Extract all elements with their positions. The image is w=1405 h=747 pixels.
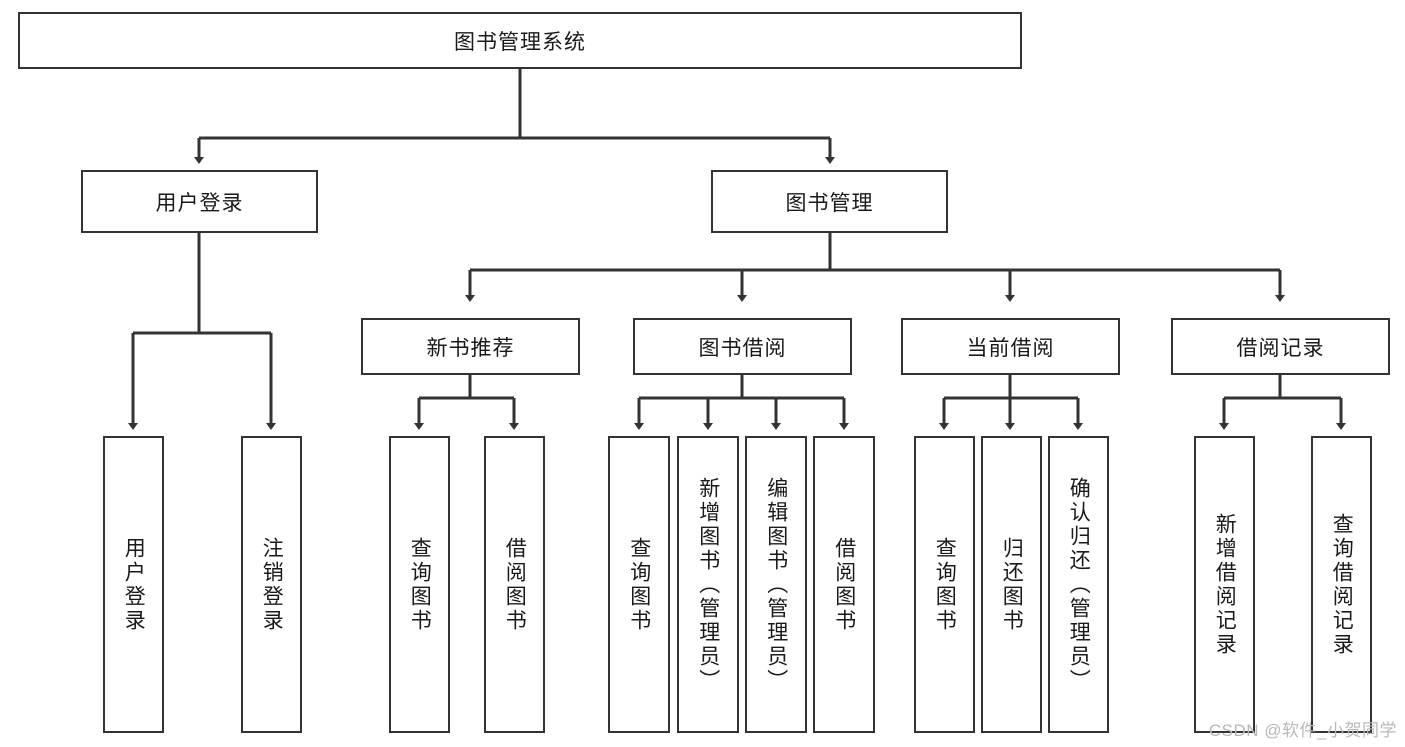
node-root[interactable]: 图书管理系统 xyxy=(18,12,1022,69)
leaf-add-book[interactable]: 新增图书（管理员） xyxy=(677,436,739,733)
leaf-query-book-2-label: 查询图书 xyxy=(627,536,651,633)
leaf-borrow-book-2[interactable]: 借阅图书 xyxy=(813,436,875,733)
leaf-query-book-3[interactable]: 查询图书 xyxy=(914,436,975,733)
node-current-borrow-label: 当前借阅 xyxy=(966,336,1055,360)
node-user-login[interactable]: 用户登录 xyxy=(81,170,318,233)
leaf-logout-label: 注销登录 xyxy=(260,536,284,633)
csdn-watermark: CSDN @软件_小贺同学 xyxy=(1208,721,1397,740)
leaf-query-book-3-label: 查询图书 xyxy=(933,536,957,633)
leaf-add-book-label: 新增图书（管理员） xyxy=(696,476,720,693)
leaf-return-book-label: 归还图书 xyxy=(1000,536,1024,633)
node-current-borrow[interactable]: 当前借阅 xyxy=(901,318,1120,375)
node-new-book-recommend[interactable]: 新书推荐 xyxy=(361,318,580,375)
leaf-query-record-label: 查询借阅记录 xyxy=(1330,512,1354,657)
node-borrow-record[interactable]: 借阅记录 xyxy=(1171,318,1390,375)
leaf-add-record[interactable]: 新增借阅记录 xyxy=(1194,436,1255,733)
node-book-management[interactable]: 图书管理 xyxy=(711,170,948,233)
leaf-confirm-return-label: 确认归还（管理员） xyxy=(1067,476,1091,693)
node-book-borrow-label: 图书借阅 xyxy=(698,336,787,360)
leaf-query-book-2[interactable]: 查询图书 xyxy=(608,436,670,733)
leaf-logout[interactable]: 注销登录 xyxy=(241,436,302,733)
node-new-book-recommend-label: 新书推荐 xyxy=(426,336,515,360)
leaf-query-book-1-label: 查询图书 xyxy=(408,536,432,633)
node-book-borrow[interactable]: 图书借阅 xyxy=(633,318,852,375)
node-user-login-label: 用户登录 xyxy=(155,191,244,215)
leaf-return-book[interactable]: 归还图书 xyxy=(981,436,1042,733)
leaf-user-login[interactable]: 用户登录 xyxy=(103,436,164,733)
leaf-edit-book-label: 编辑图书（管理员） xyxy=(764,476,788,693)
leaf-borrow-book-1-label: 借阅图书 xyxy=(503,536,527,633)
leaf-query-book-1[interactable]: 查询图书 xyxy=(389,436,450,733)
node-root-label: 图书管理系统 xyxy=(454,30,586,54)
leaf-user-login-label: 用户登录 xyxy=(122,536,146,633)
leaf-query-record[interactable]: 查询借阅记录 xyxy=(1311,436,1372,733)
leaf-borrow-book-2-label: 借阅图书 xyxy=(832,536,856,633)
node-book-management-label: 图书管理 xyxy=(785,191,874,215)
node-borrow-record-label: 借阅记录 xyxy=(1236,336,1325,360)
leaf-borrow-book-1[interactable]: 借阅图书 xyxy=(484,436,545,733)
leaf-edit-book[interactable]: 编辑图书（管理员） xyxy=(745,436,807,733)
leaf-add-record-label: 新增借阅记录 xyxy=(1213,512,1237,657)
leaf-confirm-return[interactable]: 确认归还（管理员） xyxy=(1048,436,1109,733)
